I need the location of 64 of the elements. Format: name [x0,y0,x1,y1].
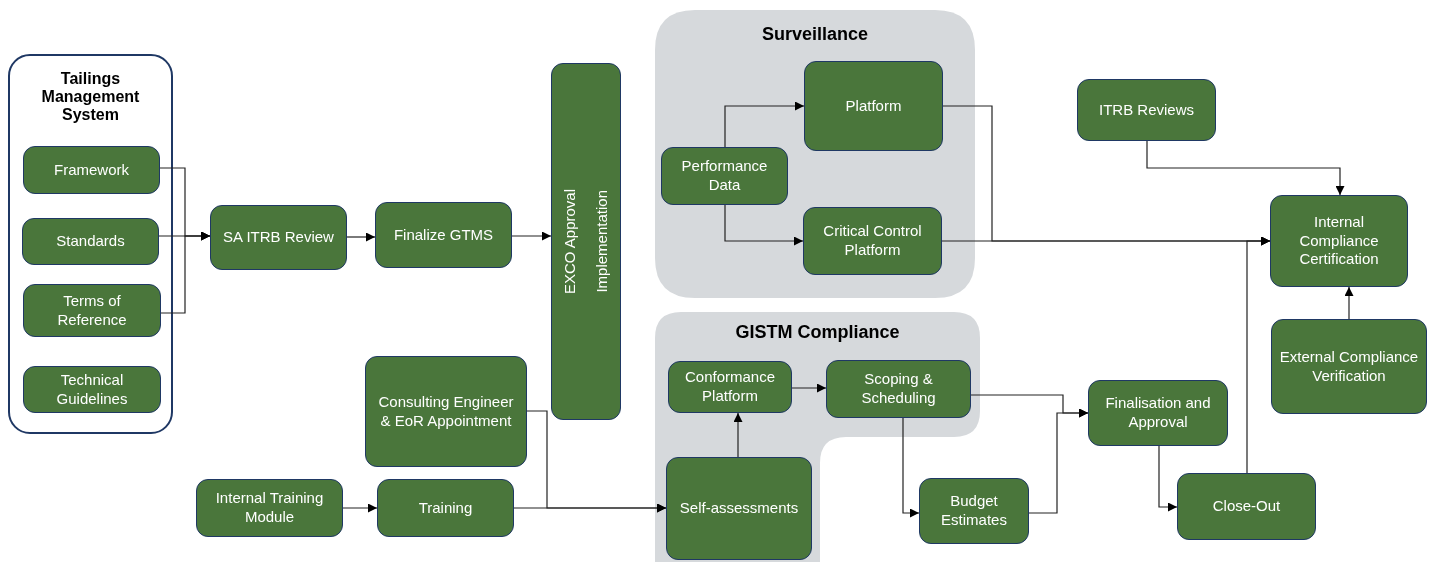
box-label: Technical Guidelines [55,370,129,409]
arrow [1246,236,1271,474]
box-label: Consulting Engineer & EoR Appointment [377,392,515,431]
process-box [196,479,343,537]
process-box [551,63,621,420]
box-label: EXCO Approval [560,188,579,295]
arrow [1028,408,1089,514]
process-box [375,202,512,268]
arrow [511,231,552,241]
process-box [1077,79,1216,141]
group-title: Surveillance [760,24,870,45]
group-title: GISTM Compliance [734,322,901,343]
process-box [23,146,160,194]
box-label: Implementation [592,190,611,293]
box-label: Performance Data [680,157,769,195]
process-box [1271,319,1427,414]
box-label: Training [418,498,473,518]
process-box [1088,380,1228,446]
box-label: SA ITRB Review [223,228,334,247]
box-label: Platform [845,96,902,116]
box-label: Internal Compliance Certification [1298,212,1380,270]
box-label: Finalize GTMS [393,225,494,245]
box-label: Critical Control Platform [822,222,923,260]
box-label: ITRB Reviews [1099,100,1194,120]
process-box [804,61,943,151]
process-box [668,361,792,413]
arrow [724,204,804,246]
process-box [803,207,942,275]
box-label: Budget Estimates [940,492,1008,530]
process-box [1270,195,1408,287]
box-label: Finalisation and Approval [1104,394,1212,432]
group-title: Tailings Management System [40,70,141,124]
arrow [724,101,805,148]
arrow [346,232,376,242]
box-label: Terms of Reference [56,291,128,330]
process-box [377,479,514,537]
arrow [733,412,743,458]
process-box [210,205,347,270]
arrow [902,417,920,518]
arrow [1158,445,1178,512]
arrow [1146,140,1345,196]
process-box [23,284,161,337]
process-box [919,478,1029,544]
arrow [342,503,378,513]
box-label: Framework [54,160,129,180]
process-box [23,366,161,413]
box-label: Internal Training Module [214,489,325,527]
arrow [1344,286,1354,320]
box-label: Conformance Platform [683,368,776,406]
box-label: Close-Out [1212,497,1281,516]
process-box [365,356,527,467]
box-label: Standards [56,232,125,251]
process-box [1177,473,1316,540]
process-box [661,147,788,205]
box-label: Scoping & Scheduling [860,370,937,408]
group-container [8,54,173,434]
process-box [826,360,971,418]
arrow [158,231,211,314]
box-label: External Compliance Verification [1278,347,1420,386]
process-box [22,218,159,265]
arrow [526,410,667,513]
box-label: Self-assessments [679,499,799,518]
process-box [666,457,812,560]
arrow [791,383,827,393]
